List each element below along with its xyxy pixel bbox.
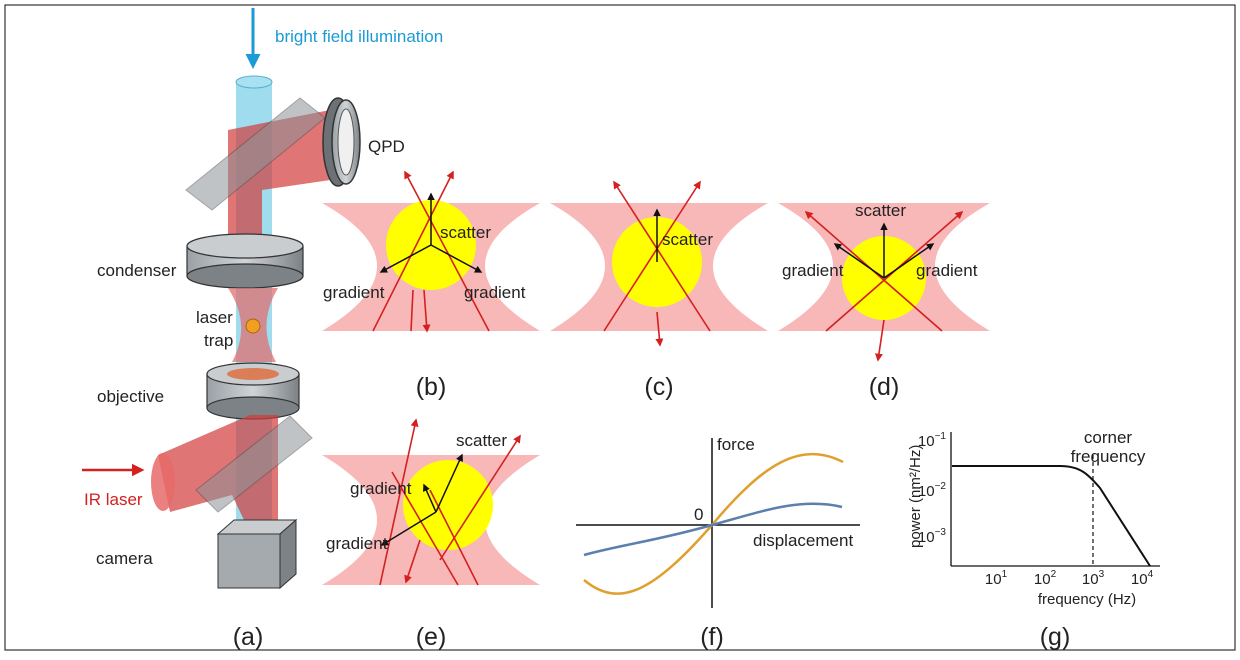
- condenser-lens: [186, 233, 304, 289]
- gradient-arrow-e-lower: [380, 511, 437, 546]
- panel-label-b: (b): [416, 373, 447, 401]
- gradient-label-d-left: gradient: [782, 261, 844, 280]
- y-tick-3: 10−3: [918, 527, 947, 546]
- ray-b-1: [372, 170, 454, 332]
- svg-text:102: 102: [1034, 569, 1057, 588]
- gradient-arrow-b-right: [430, 244, 483, 273]
- power-spectrum-curve: [952, 465, 1151, 567]
- ray-b-2: [404, 170, 490, 332]
- camera-block: [216, 518, 298, 590]
- scatter-label-b: scatter: [440, 223, 491, 242]
- qpd-detector: [322, 97, 361, 187]
- gradient-arrow-d-right: [883, 243, 935, 279]
- power-axis-label: power (nm²/Hz): [907, 445, 924, 548]
- force-displacement-plot: force displacement 0: [576, 435, 860, 608]
- panel-d-diagram: scatter gradient gradient: [778, 201, 990, 362]
- panel-b-diagram: scatter gradient gradient: [322, 170, 540, 333]
- figure-border: [4, 4, 1236, 651]
- panel-e-diagram: scatter gradient gradient: [322, 418, 540, 586]
- origin-label: 0: [694, 505, 703, 524]
- ir-laser-label: IR laser: [84, 490, 143, 509]
- force-axis-label: force: [717, 435, 755, 454]
- svg-text:101: 101: [985, 569, 1008, 588]
- x-tick-4: 104: [1131, 569, 1154, 588]
- x-tick-2: 102: [1034, 569, 1057, 588]
- ray-e-5: [439, 434, 521, 561]
- panel-label-d: (d): [869, 373, 900, 401]
- panel-label-c: (c): [644, 373, 673, 401]
- frequency-axis-label: frequency (Hz): [1038, 591, 1136, 608]
- svg-text:10−3: 10−3: [918, 527, 947, 546]
- soft-trap-curve: [583, 502, 843, 557]
- panel-label-g: (g): [1040, 623, 1071, 651]
- objective-lens: [206, 362, 300, 420]
- illumination-beam-top: [235, 75, 273, 89]
- ray-c-2: [613, 180, 711, 332]
- gradient-label-b-left: gradient: [323, 283, 385, 302]
- x-tick-3: 103: [1082, 569, 1105, 588]
- gradient-label-d-right: gradient: [916, 261, 978, 280]
- ray-c-1: [603, 180, 701, 332]
- objective-label: objective: [97, 387, 164, 406]
- scatter-label-d: scatter: [855, 201, 906, 220]
- corner-label-1: corner: [1084, 428, 1133, 447]
- ray-b-4: [410, 289, 414, 332]
- gradient-arrow-e-upper: [423, 483, 437, 513]
- bead-e: [403, 460, 493, 550]
- svg-text:10−1: 10−1: [918, 431, 947, 450]
- x-tick-1: 101: [985, 569, 1008, 588]
- camera-label: camera: [96, 549, 153, 568]
- lower-dichroic-mirror: [195, 415, 313, 513]
- condenser-label: condenser: [97, 261, 177, 280]
- gradient-arrow-b-left: [379, 244, 432, 273]
- trapped-bead: [245, 318, 261, 334]
- ir-laser-beam-end: [151, 453, 175, 511]
- panel-label-a: (a): [233, 623, 264, 651]
- scatter-arrow-e: [435, 453, 463, 513]
- svg-text:10−2: 10−2: [918, 481, 947, 500]
- laser-trap-label-1: laser: [196, 308, 233, 327]
- corner-label-2: frequency: [1071, 447, 1146, 466]
- scatter-label-e: scatter: [456, 431, 507, 450]
- gradient-label-e-lower: gradient: [326, 534, 388, 553]
- y-tick-1: 10−1: [918, 431, 947, 450]
- svg-text:103: 103: [1082, 569, 1105, 588]
- power-spectrum-plot: 10−1 10−2 10−3 101 102 103 104 corner fr…: [907, 428, 1160, 608]
- ray-c-3: [655, 311, 664, 347]
- ray-e-2: [391, 471, 459, 586]
- ray-e-4: [404, 539, 421, 584]
- scatter-label-c: scatter: [662, 230, 713, 249]
- qpd-label: QPD: [368, 137, 405, 156]
- y-tick-2: 10−2: [918, 481, 947, 500]
- ray-e-1: [379, 418, 419, 586]
- illumination-label: bright field illumination: [275, 27, 443, 46]
- ir-laser-beam: [158, 415, 278, 520]
- displacement-axis-label: displacement: [753, 531, 853, 550]
- gradient-arrow-d-left: [833, 243, 885, 279]
- gradient-label-b-right: gradient: [464, 283, 526, 302]
- gradient-label-e-upper: gradient: [350, 479, 412, 498]
- ray-d-3: [874, 319, 885, 362]
- setup-diagram: bright field illumination QPD condenser …: [82, 8, 443, 590]
- svg-text:104: 104: [1131, 569, 1154, 588]
- ray-b-3: [422, 289, 431, 333]
- panel-label-f: (f): [700, 623, 724, 651]
- laser-trap-label-2: trap: [204, 331, 233, 350]
- panel-label-e: (e): [416, 623, 447, 651]
- panel-c-diagram: scatter: [550, 180, 768, 347]
